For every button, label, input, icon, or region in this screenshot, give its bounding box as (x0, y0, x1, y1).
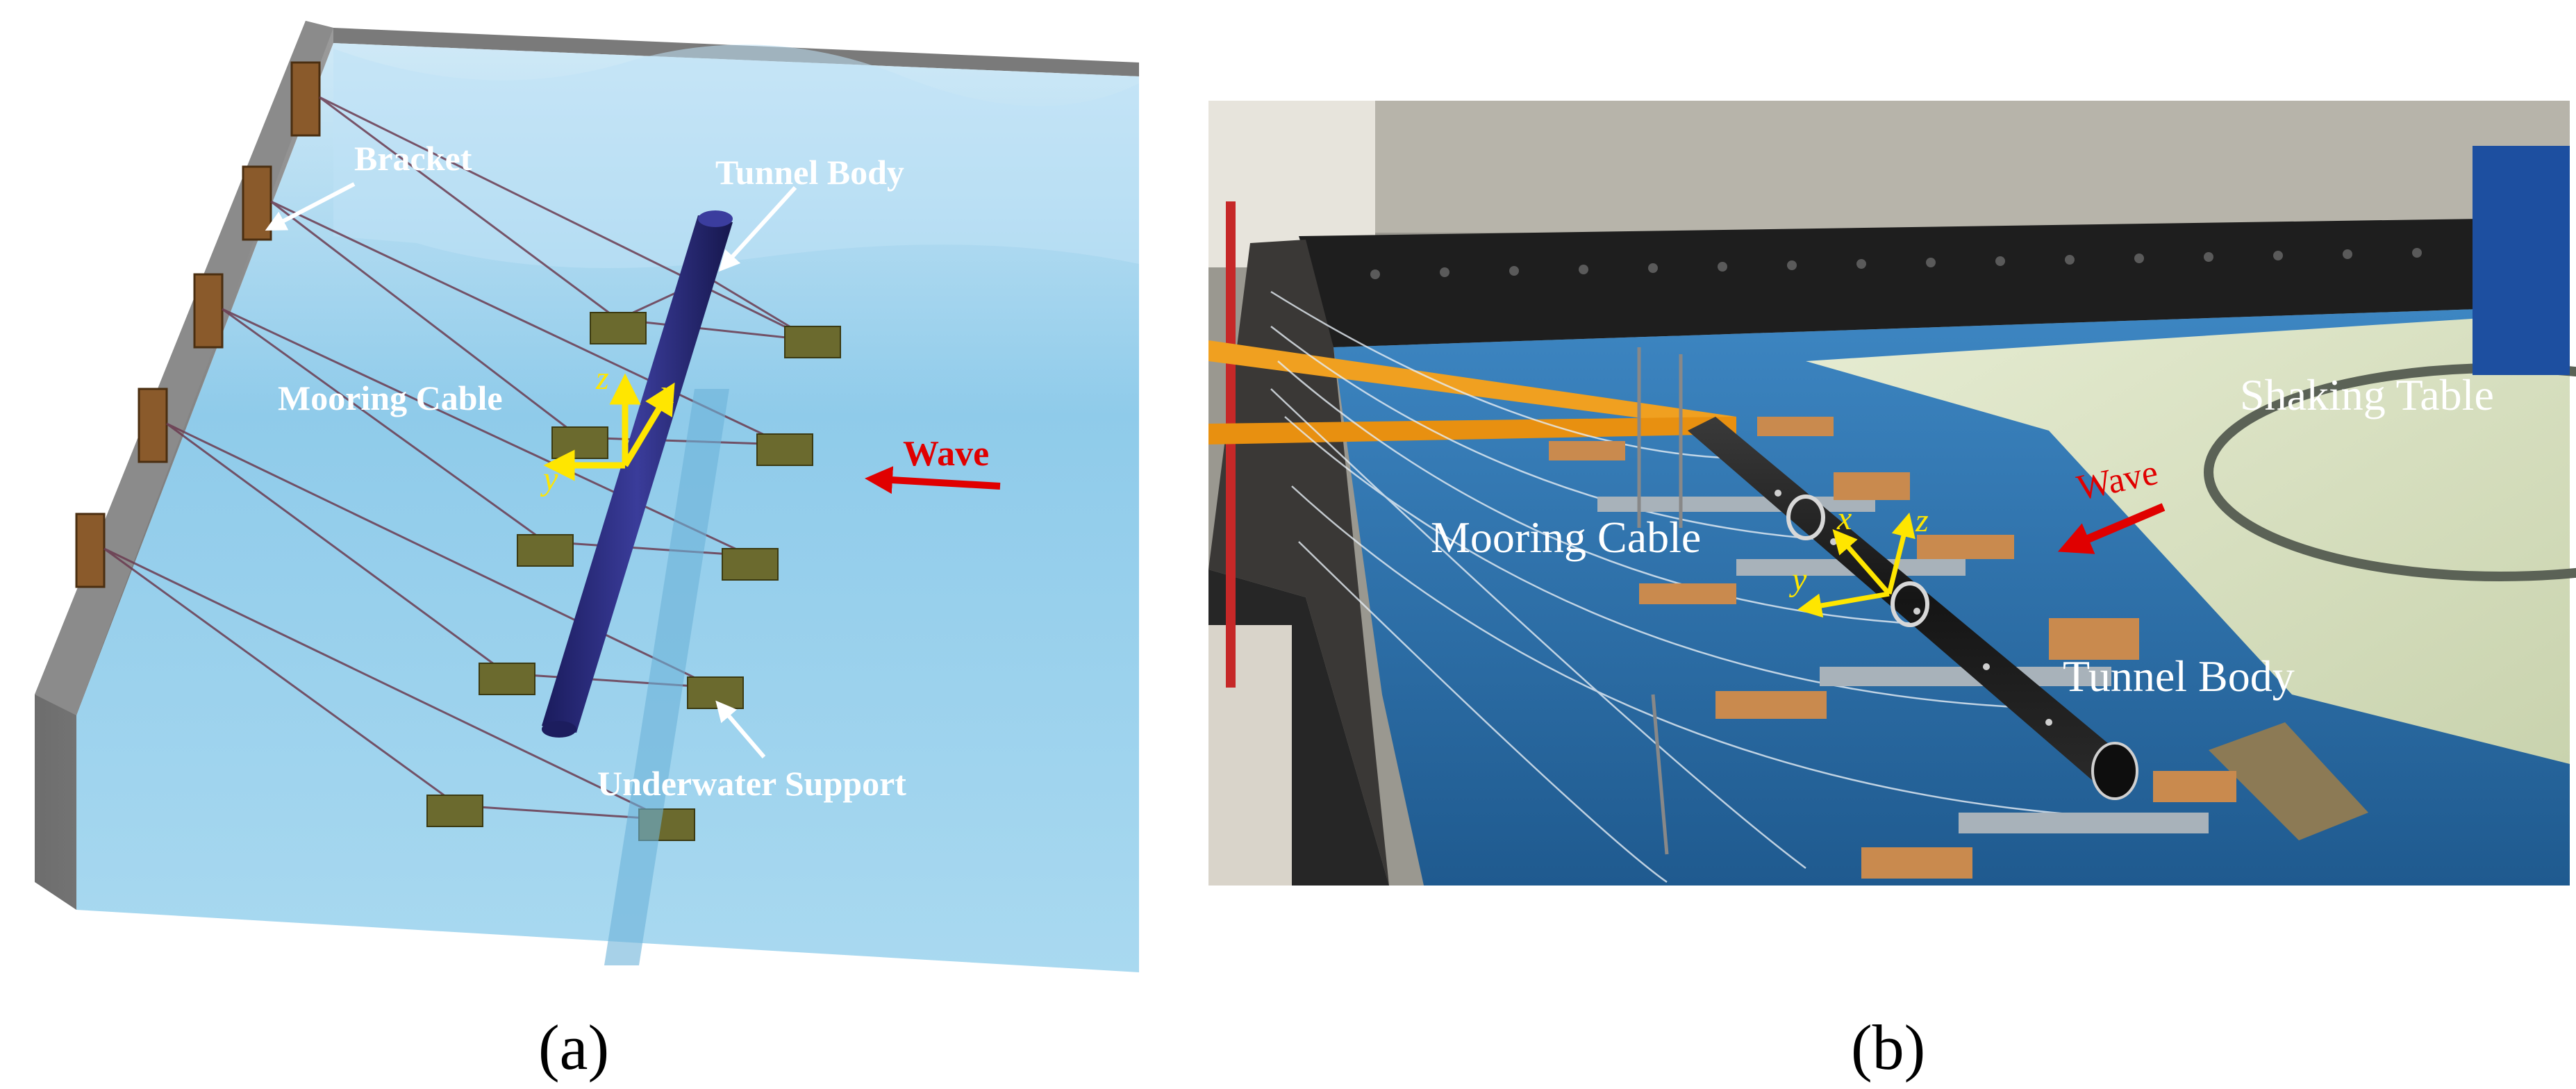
absorber-holes (1370, 248, 2422, 279)
panel-b-photo: x z y Shaking Table Wave Mooring Cable T… (1208, 101, 2576, 886)
pool-side-top (1208, 240, 1389, 886)
panel-a-diagram: z x y Bracket Tunnel Body Mooring Cable … (35, 21, 1139, 972)
caption-a: (a) (538, 1012, 610, 1083)
tank-water (76, 43, 1139, 972)
water-surface (333, 44, 1139, 269)
bracket-4 (138, 388, 168, 463)
bracket-label: Bracket (354, 139, 472, 178)
axis-z-label-a: z (595, 360, 609, 397)
lab-ceiling-area (1208, 101, 2570, 233)
x-axis-a (622, 382, 675, 467)
brackets (75, 61, 321, 588)
shaking-table-area (1806, 313, 2570, 764)
wave-arrow-a (865, 466, 1001, 494)
bracket-3 (193, 273, 224, 349)
wave-label-a: Wave (903, 434, 989, 474)
axis-x-label-a: x (659, 374, 674, 410)
y-axis-b (1797, 591, 1890, 618)
mooring-cable-label-b: Mooring Cable (1431, 513, 1701, 562)
wood-plank (2209, 722, 2368, 840)
supports-b (1549, 417, 2368, 879)
bracket-2 (242, 165, 272, 241)
tunnel-body-label-b: Tunnel Body (2063, 651, 2295, 701)
coordinate-axes-b (1797, 513, 1916, 618)
red-pole (1226, 201, 1236, 688)
tunnel-body-b (1688, 417, 2138, 800)
axis-z-label-b: z (1915, 502, 1929, 539)
axis-x-label-b: x (1836, 500, 1852, 537)
mooring-cable-label-a: Mooring Cable (278, 379, 503, 417)
orange-beam-1 (1208, 340, 1736, 431)
tunnel-body (542, 210, 733, 738)
mooring-cables (103, 96, 813, 821)
orange-beam-2 (1208, 417, 1736, 444)
mooring-cables-b (1270, 290, 2154, 883)
bracket-1 (290, 61, 321, 137)
tunnel-body-label-a: Tunnel Body (715, 153, 904, 192)
blue-frame-structure (2473, 146, 2570, 375)
coordinate-axes-a (543, 373, 675, 481)
z-axis-b (1886, 513, 1916, 595)
tunnel-body-pointer (718, 185, 797, 272)
shaking-table-label: Shaking Table (2240, 370, 2494, 419)
side-ledge (1208, 625, 1292, 886)
axis-y-label-b: y (1788, 561, 1807, 598)
measurement-frame (1637, 347, 1683, 855)
bracket-5 (75, 513, 106, 588)
bracket-pointer (265, 182, 356, 231)
wave-arrow-b (2057, 503, 2166, 554)
x-axis-b (1832, 529, 1891, 596)
tunnel-shadow (604, 389, 729, 965)
support-pointer (715, 700, 766, 758)
absorber-wall (1299, 219, 2479, 347)
underwater-support-label: Underwater Support (597, 764, 906, 803)
axis-y-label-a: y (540, 460, 558, 497)
caption-b: (b) (1851, 1012, 1926, 1083)
